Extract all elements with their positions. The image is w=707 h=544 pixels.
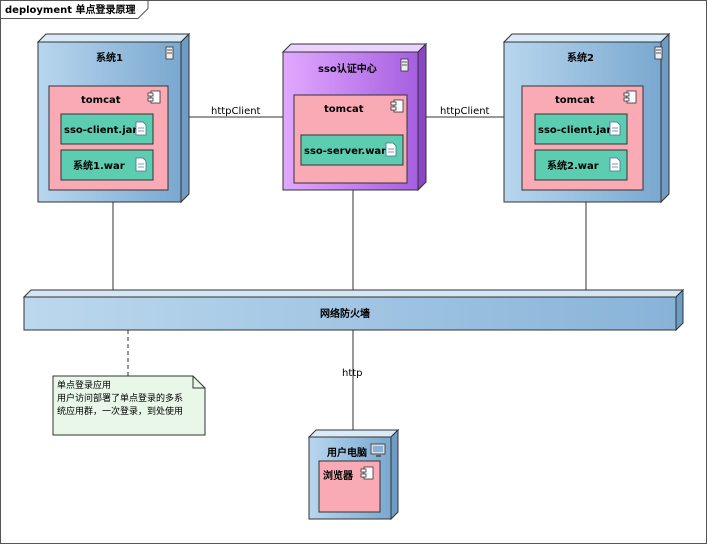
system1-artifact-war-label: 系统1.war: [73, 159, 125, 172]
node-system1[interactable]: 系统1 tomcat sso-client.jar 系统1.war: [36, 32, 191, 204]
sso-title: sso认证中心: [318, 62, 377, 75]
server-icon: [654, 46, 663, 60]
node-system2[interactable]: 系统2 tomcat sso-client.jar 系统2.war: [502, 32, 671, 204]
system2-artifact-war-label: 系统2.war: [547, 159, 599, 172]
note-line-2: 用户访问部署了单点登录的多系: [57, 394, 184, 404]
sso-tomcat-label: tomcat: [324, 104, 364, 115]
system1-title: 系统1: [96, 51, 123, 64]
node-user-pc[interactable]: 用户电脑 浏览器: [307, 428, 400, 521]
document-icon: [609, 157, 621, 172]
document-icon: [609, 121, 621, 136]
node-firewall[interactable]: 网络防火墙: [22, 288, 685, 332]
connector-right-label: httpClient: [440, 106, 490, 117]
component-icon: [360, 466, 374, 480]
component-icon: [623, 90, 637, 104]
node-sso[interactable]: sso认证中心 tomcat sso-server.war: [281, 42, 428, 192]
frame-title: deployment 单点登录原理: [5, 3, 136, 16]
sso-artifact-server-label: sso-server.war: [304, 146, 386, 157]
frame-tab: [0, 0, 149, 19]
system2-tomcat-label: tomcat: [555, 95, 595, 106]
connector-bottom-label: http: [342, 368, 363, 379]
note-text: 单点登录应用 用户访问部署了单点登录的多系 统应用群，一次登录，到处使用: [53, 376, 205, 435]
system1-tomcat-label: tomcat: [81, 95, 121, 106]
system2-title: 系统2: [567, 51, 594, 64]
user-pc-title: 用户电脑: [326, 446, 367, 459]
server-icon: [165, 46, 174, 60]
note-line-3: 统应用群，一次登录，到处使用: [57, 407, 184, 417]
server-icon: [400, 58, 409, 72]
document-icon: [135, 157, 147, 172]
note-line-1: 单点登录应用: [57, 381, 112, 391]
sso-artifact-server[interactable]: [300, 134, 404, 166]
computer-icon: [370, 443, 386, 457]
firewall-title: 网络防火墙: [320, 307, 370, 320]
document-icon: [385, 142, 397, 157]
system2-artifact-client-label: sso-client.jar: [538, 125, 611, 136]
connector-left-label: httpClient: [211, 106, 261, 117]
system1-artifact-client-label: sso-client.jar: [64, 125, 137, 136]
document-icon: [135, 121, 147, 136]
note-box: [52, 375, 206, 436]
component-icon: [390, 99, 404, 113]
component-icon: [147, 90, 161, 104]
user-pc-browser-label: 浏览器: [323, 469, 354, 482]
